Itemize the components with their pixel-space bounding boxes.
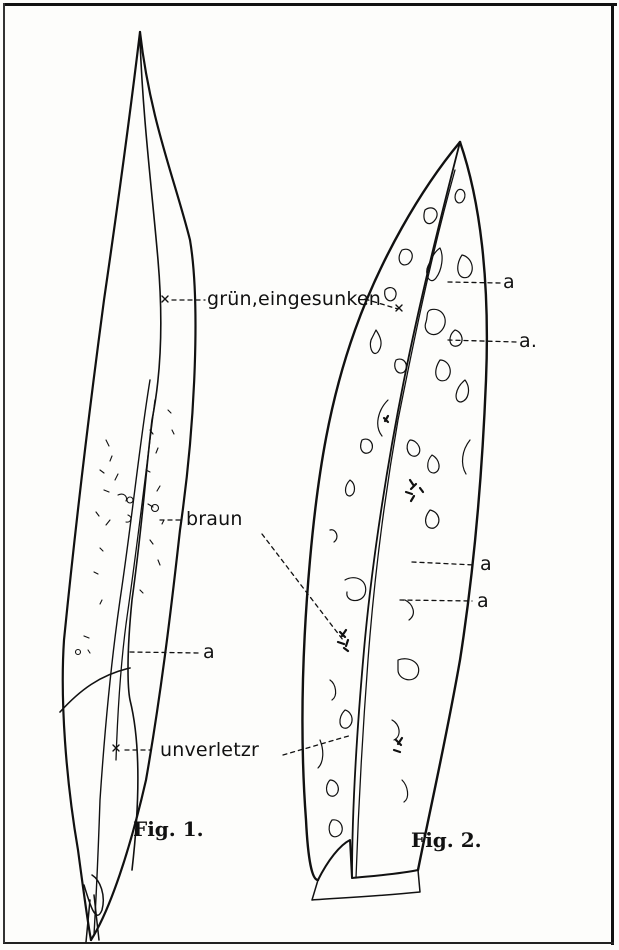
leader-a-fig1 (130, 652, 200, 653)
leader-a-top2 (448, 340, 516, 342)
leader-lines (125, 282, 516, 755)
leaf-fig1 (60, 32, 195, 942)
caption-fig-1: Fig. 1. (133, 817, 204, 841)
label-a-top-1: a (503, 271, 515, 293)
leaf1-outline-left (63, 32, 140, 940)
label-unverletzt: unverletzr (160, 739, 259, 761)
label-gruen-eingesunken: grün,eingesunken (207, 288, 381, 310)
label-a-top-2: a. (519, 330, 537, 352)
leaf1-fold-line (128, 40, 161, 870)
leaf2-stalk (318, 840, 418, 880)
leaf1-spots (76, 410, 175, 655)
leader-braun-fig2 (262, 534, 343, 640)
leaf2-dark-patches (338, 416, 423, 752)
leaf1-outline-right (91, 32, 195, 940)
label-a-mid-2: a (477, 590, 489, 612)
label-a-fig1: a (203, 641, 215, 663)
caption-fig-2: Fig. 2. (411, 828, 482, 852)
leader-a-mid1 (412, 562, 475, 565)
label-a-mid-1: a (480, 553, 492, 575)
leader-unverletzt-right (283, 735, 352, 755)
leader-a-mid2 (400, 600, 472, 601)
label-braun: braun (186, 508, 243, 530)
leaf1-stalk (86, 895, 99, 942)
leaf2-outline-right (418, 142, 487, 870)
leaf2-stalk-base (312, 870, 420, 900)
leaf2-midrib (352, 142, 460, 878)
marker-x-gruen (162, 296, 168, 302)
leaf1-inner-edge-2 (116, 400, 155, 760)
leaf2-midrib-2 (356, 170, 455, 878)
leaf-fig2 (303, 142, 487, 900)
leader-a-top1 (448, 282, 500, 283)
